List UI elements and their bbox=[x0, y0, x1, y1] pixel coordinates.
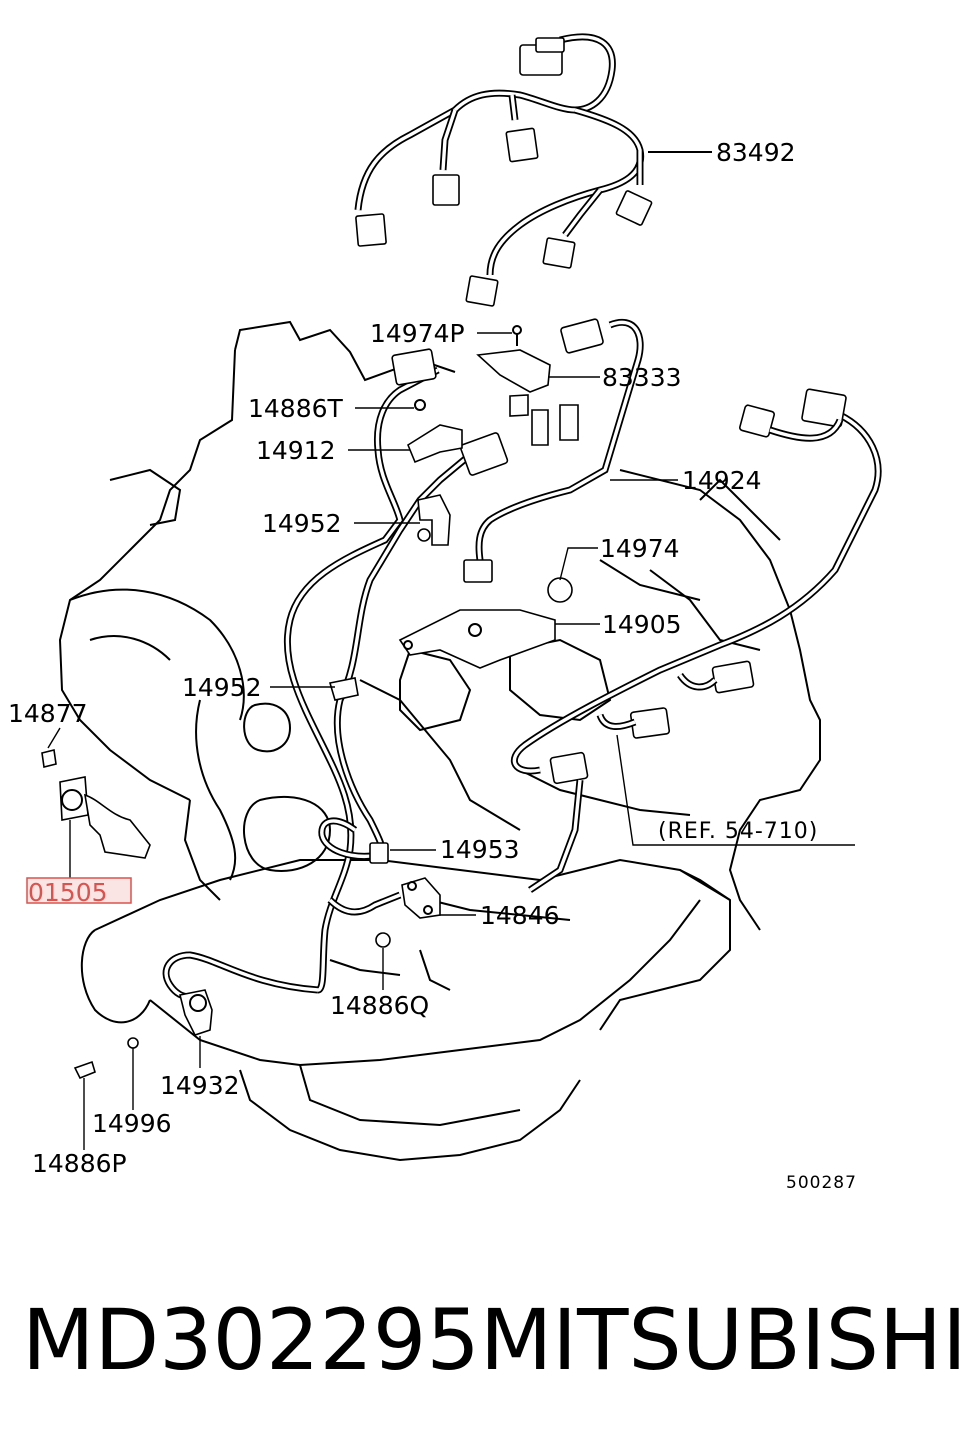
highlighted-part-01505: 01505 bbox=[28, 878, 108, 907]
callout-14996: 14996 bbox=[92, 1109, 172, 1138]
highlight-box bbox=[26, 877, 132, 904]
callout-labels: 83492 14974P 83333 14886T 14912 14924 14… bbox=[8, 138, 857, 1193]
part-number: MD302295 bbox=[22, 1291, 480, 1389]
callout-14952-lower: 14952 bbox=[182, 673, 262, 702]
parts bbox=[41, 325, 579, 1080]
callout-14886t: 14886T bbox=[248, 394, 344, 423]
callout-14886q: 14886Q bbox=[330, 991, 429, 1020]
callout-83333: 83333 bbox=[602, 363, 682, 392]
callout-14912: 14912 bbox=[256, 436, 336, 465]
callout-14974p: 14974P bbox=[370, 319, 465, 348]
callout-14905: 14905 bbox=[602, 610, 682, 639]
drawing-code: 500287 bbox=[786, 1173, 857, 1193]
callout-14886p: 14886P bbox=[32, 1149, 127, 1178]
engine-harness bbox=[162, 318, 882, 1003]
ignition-coil-harness bbox=[354, 33, 712, 307]
callout-14846: 14846 bbox=[480, 901, 560, 930]
leader-lines bbox=[47, 332, 855, 1150]
engine-wiring-diagram: 83492 14974P 83333 14886T 14912 14924 14… bbox=[8, 33, 882, 1193]
callout-14952-upper: 14952 bbox=[262, 509, 342, 538]
callout-14932: 14932 bbox=[160, 1071, 240, 1100]
callout-14877: 14877 bbox=[8, 699, 88, 728]
brand-name: MITSUBISHI bbox=[479, 1291, 960, 1389]
caption-bar: MD302295 MITSUBISHI bbox=[0, 1280, 960, 1400]
callout-14924: 14924 bbox=[682, 466, 762, 495]
callout-14974: 14974 bbox=[600, 534, 680, 563]
reference-label: (REF. 54-710) bbox=[658, 819, 818, 844]
callout-14953: 14953 bbox=[440, 835, 520, 864]
callout-83492: 83492 bbox=[716, 138, 796, 167]
engine-block-outline bbox=[58, 320, 821, 1162]
